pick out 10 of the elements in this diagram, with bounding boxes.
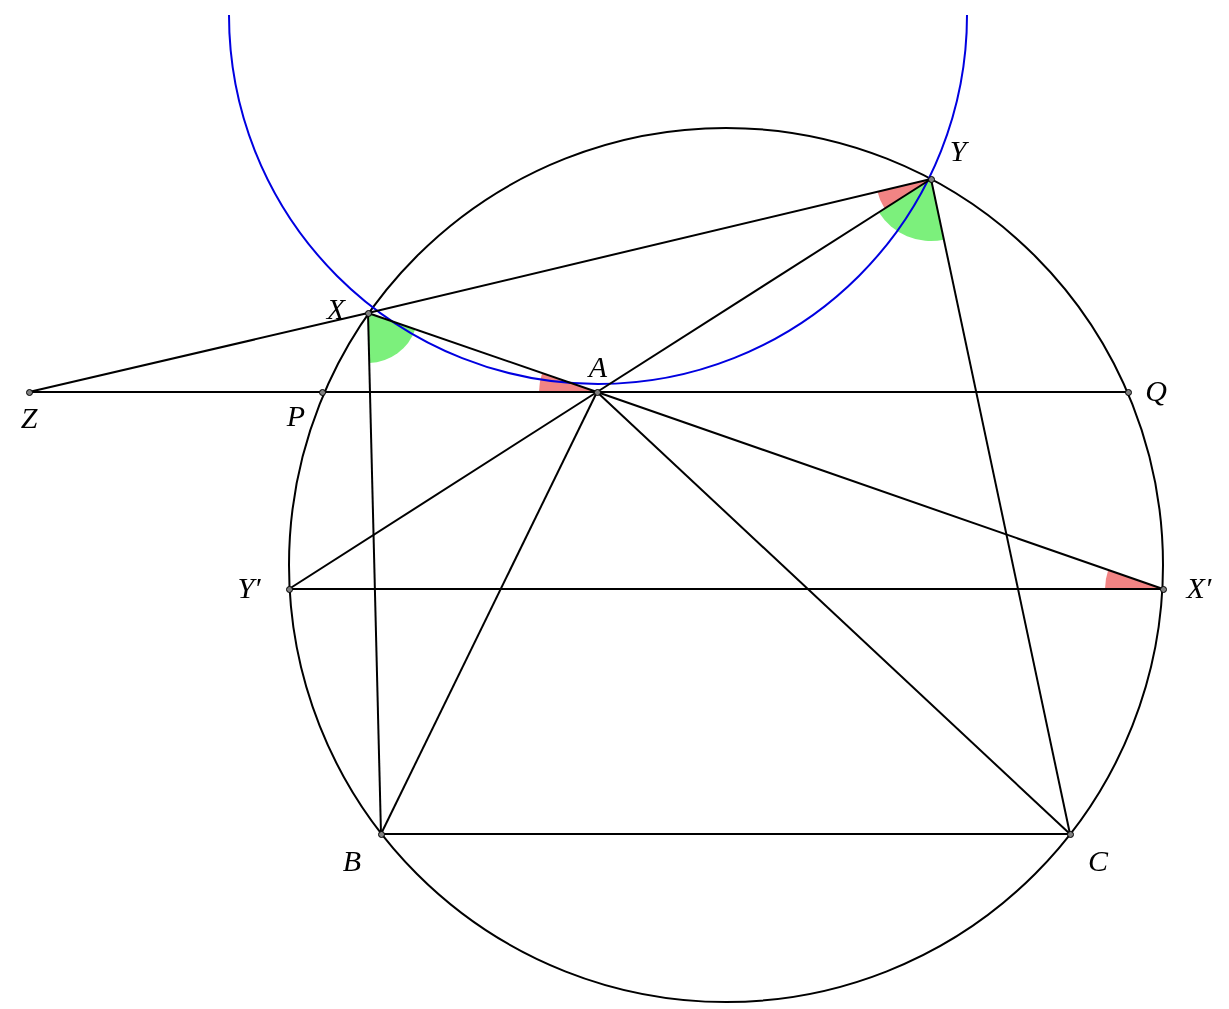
point-label: A <box>586 352 609 382</box>
point-label: P <box>285 401 307 431</box>
point-label: Y <box>948 136 970 166</box>
point-label: B <box>341 846 363 876</box>
point-label: C <box>1087 846 1110 876</box>
point-label: Q <box>1144 376 1168 406</box>
point-label: Y′ <box>236 573 262 603</box>
point-label: X <box>325 294 347 324</box>
point-label: X′ <box>1184 573 1213 603</box>
point-label: Z <box>19 403 39 433</box>
